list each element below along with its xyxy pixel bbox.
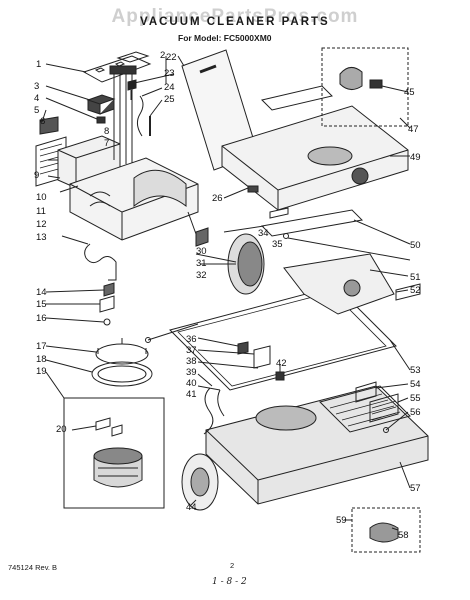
part-37-switch (237, 341, 249, 355)
part-59-group (351, 507, 421, 553)
part-5-bracket (39, 116, 59, 135)
callout-39: 39 (186, 367, 197, 378)
part-26-button (247, 185, 259, 193)
callout-38: 38 (186, 356, 197, 367)
callout-58: 58 (398, 530, 409, 541)
callout-47: 47 (408, 124, 419, 135)
callout-41: 41 (186, 389, 197, 400)
callout-35: 35 (272, 239, 283, 250)
handwritten-note: 1 - 8 - 2 (212, 577, 247, 587)
part-54-panel (355, 381, 377, 403)
callout-13: 13 (36, 232, 47, 243)
part-15-bracket (99, 295, 115, 313)
diagram-title: VACUUM CLEANER PARTS (140, 16, 330, 28)
callout-12: 12 (36, 219, 47, 230)
callout-51: 51 (410, 272, 421, 283)
callout-36: 36 (186, 334, 197, 345)
callout-24: 24 (164, 82, 175, 93)
callout-8: 8 (104, 126, 109, 137)
part-52-clip (395, 283, 421, 301)
callout-49: 49 (410, 152, 421, 163)
callout-40: 40 (186, 378, 197, 389)
callout-54: 54 (410, 379, 421, 390)
part-51-bag (283, 253, 395, 315)
part-40-wires (203, 387, 214, 435)
part-35-screw (283, 233, 289, 239)
footer-doc-code: 745124 Rev. B (8, 563, 58, 572)
part-50-latch (260, 209, 364, 237)
callout-15: 15 (36, 299, 47, 310)
callout-number-layer: 1234567891011121314151617181920222324252… (34, 50, 421, 541)
callout-20: 20 (56, 424, 67, 435)
part-55-filter (369, 393, 399, 423)
part-4-clip (96, 116, 106, 124)
callout-32: 32 (196, 270, 207, 281)
part-14-clamp (103, 282, 115, 297)
part-47-group (321, 47, 409, 127)
callout-18: 18 (36, 354, 47, 365)
part-38-bracket (253, 345, 271, 369)
callout-53: 53 (410, 365, 421, 376)
callout-37: 37 (186, 345, 197, 356)
callout-1: 1 (36, 59, 41, 70)
part-41-wire (217, 389, 225, 417)
part-13-cord (84, 243, 117, 281)
part-16-screw (103, 318, 111, 326)
callout-7: 7 (104, 138, 109, 149)
part-18-ring (91, 361, 153, 387)
part-8-rods (113, 70, 133, 166)
part-34-slider (269, 207, 289, 219)
callout-42: 42 (276, 358, 287, 369)
callout-14: 14 (36, 287, 47, 298)
callout-57: 57 (410, 483, 421, 494)
watermark: AppliancePartsPros.com (111, 6, 359, 27)
callout-23: 23 (164, 68, 175, 79)
callout-9: 9 (34, 170, 39, 181)
part-30-bracket (195, 227, 209, 247)
part-45-valve (339, 67, 363, 90)
callout-4: 4 (34, 93, 39, 104)
callout-10: 10 (36, 192, 47, 203)
callout-16: 16 (36, 313, 47, 324)
callout-19: 19 (36, 366, 47, 377)
callout-26: 26 (212, 193, 223, 204)
callout-50: 50 (410, 240, 421, 251)
part-53-bumper (169, 285, 397, 391)
part-42-connector (275, 371, 285, 381)
callout-30: 30 (196, 246, 207, 257)
part-23-plug (127, 79, 137, 100)
callout-22: 22 (166, 52, 177, 63)
callout-56: 56 (410, 407, 421, 418)
part-20-brush (95, 417, 123, 437)
part-2-plate (116, 51, 150, 63)
part-36-screw (145, 337, 151, 343)
part-1-gasket (82, 55, 152, 83)
callout-17: 17 (36, 341, 47, 352)
part-3-filter (86, 94, 116, 115)
callout-5: 5 (34, 105, 39, 116)
model-line: For Model: FC5000XM0 (178, 33, 272, 43)
callout-45: 45 (404, 87, 415, 98)
callout-11: 11 (36, 206, 46, 217)
callout-31: 31 (196, 258, 207, 269)
part-56-screw (383, 427, 389, 433)
callout-6: 6 (40, 116, 45, 127)
part-19-motor-group (63, 397, 165, 509)
callout-52: 52 (410, 285, 421, 296)
callout-34: 34 (258, 228, 269, 239)
part-58-nozzle (369, 522, 399, 543)
part-17-ring (95, 343, 149, 365)
part-24-wire (136, 95, 144, 137)
callout-2: 2 (160, 50, 165, 61)
callout-59: 59 (336, 515, 347, 526)
callout-3: 3 (34, 81, 39, 92)
callout-44: 44 (186, 502, 197, 513)
footer-page-number: 2 (230, 561, 235, 570)
callout-25: 25 (164, 94, 175, 105)
callout-55: 55 (410, 393, 421, 404)
